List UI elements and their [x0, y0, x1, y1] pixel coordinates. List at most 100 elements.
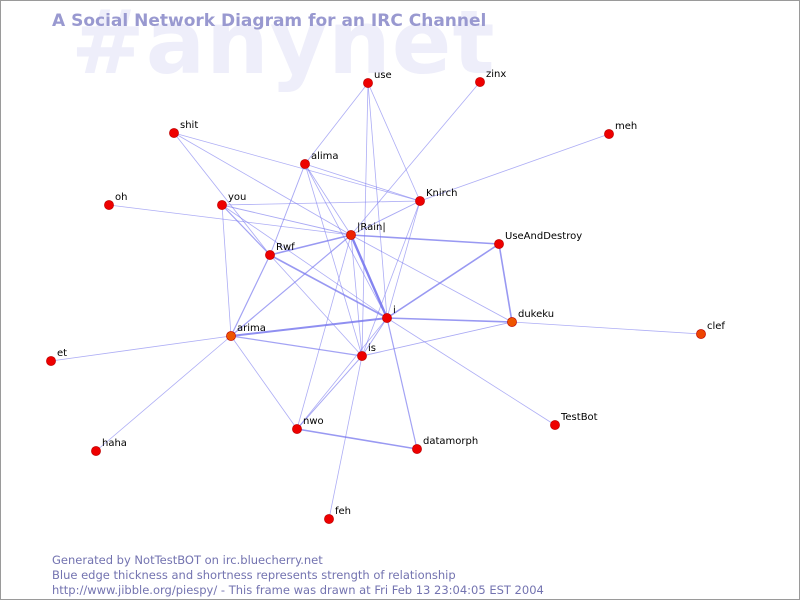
edge-i-knirch	[386, 200, 421, 319]
node-i: i	[382, 305, 396, 323]
edge-arima-et	[50, 335, 232, 362]
node-shit: shit	[169, 120, 198, 138]
edge-nwo-datamorph	[296, 428, 418, 450]
node-dot	[475, 77, 485, 87]
edge-arima-haha	[95, 335, 232, 452]
node-dot	[604, 129, 614, 139]
node-dot	[46, 356, 56, 366]
edge-is-feh	[328, 355, 363, 520]
edge-i-is	[361, 317, 388, 357]
edge-i-nwo	[296, 317, 388, 430]
node-alima: alima	[300, 151, 339, 169]
edge-rain-you	[221, 204, 352, 236]
node-label: Rwf	[276, 242, 295, 253]
edge-knirch-meh	[419, 133, 610, 202]
node-dot	[265, 250, 275, 260]
node-et: et	[46, 348, 67, 366]
node-haha: haha	[91, 438, 127, 456]
edge-rain-knirch	[350, 200, 421, 236]
edge-is-use	[361, 82, 369, 357]
node-dot	[382, 313, 392, 323]
edge-rain-nwo	[296, 234, 352, 430]
edge-dukeku-clef	[511, 321, 702, 335]
edge-i-use	[367, 82, 388, 319]
node-label: TestBot	[560, 412, 598, 423]
node-label: i	[393, 305, 396, 316]
node-knirch: Knirch	[415, 188, 457, 206]
node-dot	[696, 329, 706, 339]
node-dot	[357, 351, 367, 361]
node-label: nwo	[303, 416, 324, 427]
edge-i-arima	[230, 317, 388, 337]
node-nwo: nwo	[292, 416, 324, 434]
node-dot	[226, 331, 236, 341]
edge-rwf-alima	[269, 163, 306, 256]
node-label: datamorph	[423, 436, 478, 447]
node-rain: |Rain|	[346, 222, 386, 240]
node-label: zinx	[486, 69, 506, 80]
node-dot	[324, 514, 334, 524]
edge-rain-shit	[173, 132, 352, 236]
edge-knirch-is	[361, 200, 421, 357]
node-dot	[292, 424, 302, 434]
footer-source-timestamp: http://www.jibble.org/piespy/ - This fra…	[52, 583, 544, 597]
node-label: haha	[102, 438, 127, 449]
node-label: shit	[180, 120, 198, 131]
edge-i-dukeku	[386, 317, 513, 323]
node-dot	[300, 159, 310, 169]
footer-generated-by: Generated by NotTestBOT on irc.bluecherr…	[52, 553, 323, 567]
node-label: use	[374, 70, 392, 81]
edge-alima-is	[304, 163, 363, 357]
edge-i-alima	[304, 163, 388, 319]
edge-alima-use	[304, 82, 369, 165]
channel-watermark: #anynet	[71, 0, 496, 94]
edge-knirch-shit	[173, 132, 421, 202]
edge-useanddestroy-dukeku	[498, 243, 513, 323]
edge-alima-knirch	[304, 163, 421, 202]
node-datamorph: datamorph	[412, 436, 478, 454]
node-dot	[346, 230, 356, 240]
node-dot	[494, 239, 504, 249]
edge-i-rwf	[269, 254, 388, 319]
edge-rain-oh	[108, 204, 352, 236]
edge-arima-you	[221, 204, 232, 337]
node-dot	[412, 444, 422, 454]
node-useanddestroy: UseAndDestroy	[494, 231, 582, 249]
edge-knirch-use	[367, 82, 421, 202]
node-label: meh	[615, 121, 637, 132]
node-dukeku: dukeku	[507, 309, 554, 327]
node-label: Knirch	[426, 188, 457, 199]
edge-dukeku-is	[361, 321, 513, 357]
node-label: feh	[335, 506, 351, 517]
node-testbot: TestBot	[550, 412, 598, 430]
edge-rain-dukeku	[350, 234, 513, 323]
edge-rwf-arima	[230, 254, 271, 337]
diagram-title: A Social Network Diagram for an IRC Chan…	[52, 11, 487, 31]
node-rwf: Rwf	[265, 242, 295, 260]
edge-rain-is	[350, 234, 363, 357]
edge-nwo-is	[296, 355, 363, 430]
node-is: is	[357, 343, 376, 361]
node-clef: clef	[696, 321, 725, 339]
edge-i-datamorph	[386, 317, 418, 450]
node-use: use	[363, 70, 392, 88]
edge-i-you	[221, 204, 388, 319]
edge-i-useanddestroy	[386, 243, 500, 319]
node-zinx: zinx	[475, 69, 506, 87]
edge-rain-rwf	[269, 234, 352, 256]
edge-rain-zinx	[350, 81, 481, 236]
edge-rwf-shit	[173, 132, 271, 256]
node-dot	[363, 78, 373, 88]
node-label: UseAndDestroy	[505, 231, 582, 242]
node-label: clef	[707, 321, 725, 332]
edges-layer	[50, 81, 702, 520]
node-feh: feh	[324, 506, 351, 524]
edge-knirch-you	[221, 200, 421, 206]
node-dot	[507, 317, 517, 327]
edge-i-testbot	[386, 317, 556, 426]
node-label: et	[57, 348, 67, 359]
node-dot	[104, 200, 114, 210]
